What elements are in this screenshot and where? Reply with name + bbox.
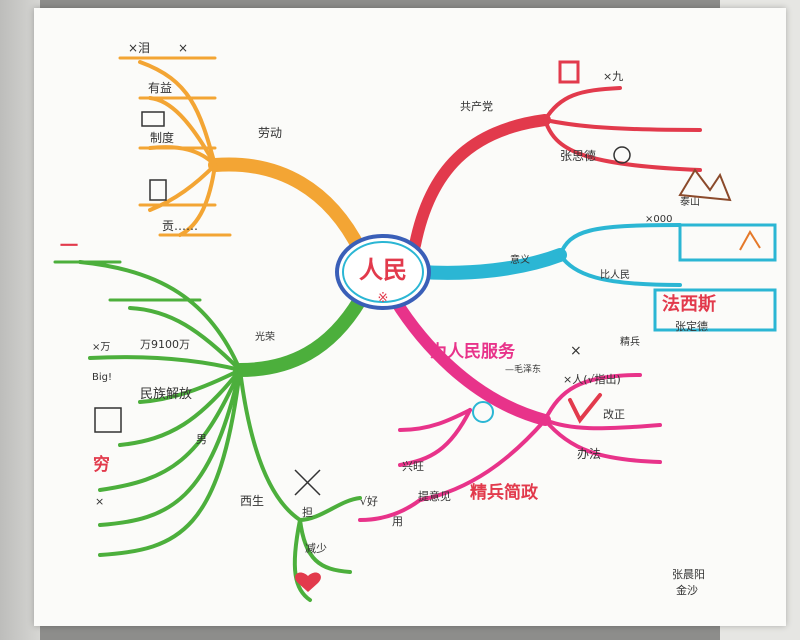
green-item-3: 万9100万 [140, 338, 190, 351]
green-item-2: ×万 [92, 342, 110, 353]
red-branch [409, 60, 702, 251]
pink-item-10: × [570, 343, 582, 359]
cyan-item-3: 张定德 [675, 319, 708, 333]
machine-doodle [141, 111, 165, 127]
pink-item-4: 兴旺 [402, 460, 424, 473]
pink-branch [358, 294, 662, 522]
green-item-1: 一 [60, 236, 78, 257]
red-branch-label: 共产党 [460, 99, 493, 113]
green-item-10: 减少 [305, 542, 327, 555]
pink-branch-label: 为人民服务 [430, 341, 516, 362]
pink-item-5: 精兵简政 [470, 482, 539, 503]
pink-item-2: 改正 [603, 407, 625, 421]
heart-doodle [295, 572, 321, 592]
signature-line-2: 金沙 [676, 583, 698, 597]
cyan-branch-label: 意义 [510, 253, 530, 266]
fire-doodle [739, 230, 761, 251]
center-mark: ※ [378, 291, 389, 306]
binder-edge [0, 0, 40, 640]
green-item-7: × [95, 495, 104, 508]
orange-branch [118, 56, 367, 257]
green-branch-label: 光荣 [255, 330, 275, 343]
box-doodle [94, 407, 122, 433]
center-node [335, 234, 431, 310]
green-item-6: 穷 [93, 454, 110, 475]
checkmark-doodle [568, 393, 602, 424]
orange-item-2: × [178, 41, 188, 55]
green-branch [53, 260, 367, 602]
orange-item-3: 有益 [148, 81, 172, 95]
cross-doodle [294, 469, 321, 496]
red-item-2: 张思德 [560, 148, 596, 163]
cyan-item-4: 比人民 [600, 269, 630, 281]
green-item-8: 西生 [240, 494, 264, 508]
person-doodle [613, 146, 631, 164]
pink-item-9: 精兵 [620, 335, 640, 348]
orange-item-5: 贡…… [162, 219, 198, 233]
pink-item-8: √好 [360, 494, 378, 508]
signature-line-1: 张晨阳 [672, 568, 705, 581]
green-item-4: 民族解放 [140, 386, 192, 402]
cyan-item-1: 泰山 [680, 195, 700, 208]
center-title: 人民 [359, 256, 407, 284]
pink-branch-sub: —毛泽东 [505, 363, 541, 375]
pink-item-1: ×人(√指出) [563, 372, 621, 386]
mountain-doodle [678, 168, 732, 202]
green-item-11: Big! [92, 372, 112, 383]
smiley-doodle [472, 401, 494, 423]
pink-item-6: 提意见 [418, 489, 451, 503]
orange-item-4: 制度 [150, 130, 174, 145]
orange-branch-label: 劳动 [258, 126, 282, 140]
green-item-5: 男 [196, 433, 207, 446]
cyan-item-2: 法西斯 [662, 293, 716, 315]
orange-item-1: ×泪 [128, 41, 150, 55]
door-doodle [149, 179, 167, 201]
pink-item-3: 办法 [577, 446, 601, 461]
cyan-item-5: ×000 [645, 214, 672, 225]
cyan-branch [413, 223, 777, 332]
red-item-1: ×九 [603, 70, 623, 83]
green-item-9: 担 [302, 505, 313, 519]
pink-item-7: 用 [392, 515, 403, 528]
